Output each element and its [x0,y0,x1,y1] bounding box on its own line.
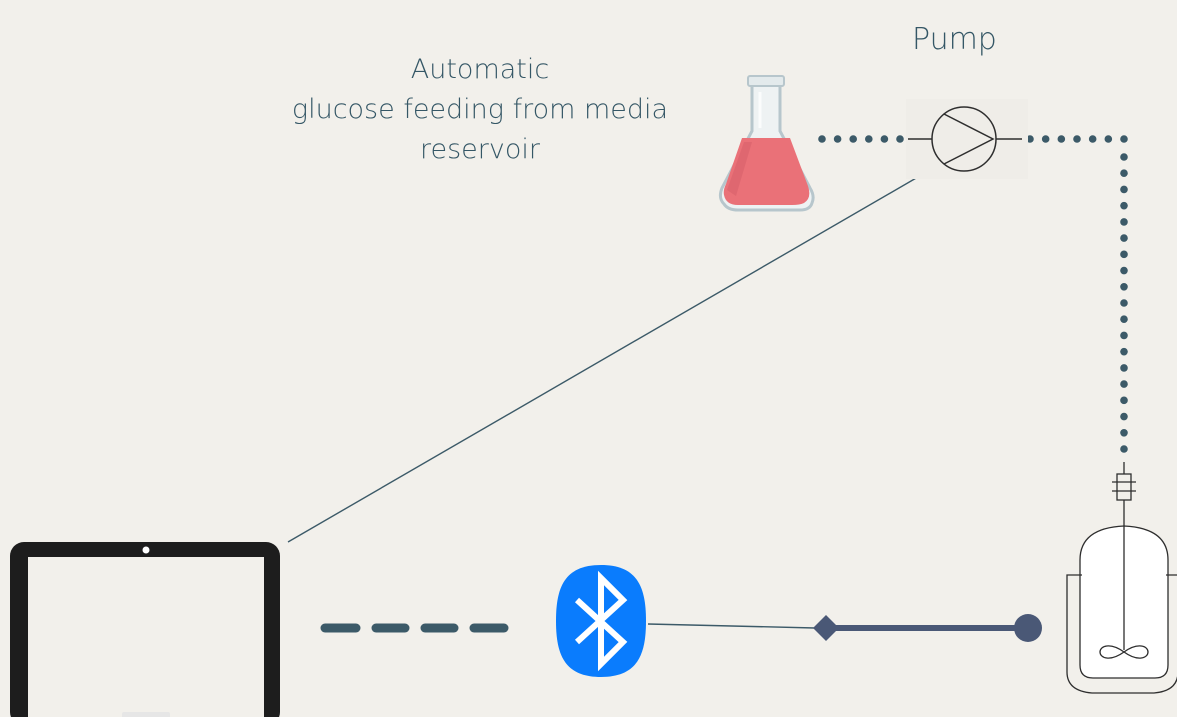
feeding-description: Automatic glucose feeding from media res… [240,50,720,170]
tube-dot [1120,428,1128,437]
bioreactor-icon [1066,462,1177,694]
tube-dot [1026,135,1034,143]
bluetooth-line [647,623,816,629]
tube-dot [1120,201,1128,210]
tube-dot [1120,347,1128,356]
tube-dot [1120,380,1128,388]
sensor-probe [813,614,1042,642]
tube-dot [1120,282,1128,291]
feeding-line-3: reservoir [420,134,540,165]
tube-dot [1088,135,1097,143]
tube-dot [1120,315,1128,324]
tube-dot [880,135,889,143]
tube-dot [1120,234,1128,242]
tube-dot [849,135,857,143]
tube-dot [1120,185,1128,194]
tube-dot [1120,331,1128,340]
feeding-line-1: Automatic [410,54,550,85]
tube-pump-to-corner [1026,135,1128,143]
tube-dot [1120,299,1128,307]
pump-icon [906,99,1028,179]
tube-dot [1057,135,1066,143]
tube-dot [1120,266,1128,275]
control-line [287,169,931,543]
tube-dot [1120,412,1128,421]
tube-dot [1120,250,1128,259]
tube-dot [896,135,904,143]
tube-dot [1120,445,1128,453]
tube-dot [818,135,826,143]
tube-dot [1104,135,1113,143]
tube-corner-to-reactor [1120,153,1128,453]
tube-dot [1120,169,1128,178]
flask-icon [718,75,815,212]
tube-dot [1120,364,1128,372]
bluetooth-icon [556,565,646,677]
tube-dot [1073,135,1081,143]
tube-dot [833,135,842,143]
tube-dot [1120,135,1128,143]
tube-flask-to-pump [818,135,904,143]
tube-dot [1120,218,1128,226]
tubing [818,135,1128,453]
tube-dot [1120,396,1128,405]
tube-dot [1120,153,1128,161]
tube-dot [1041,135,1050,143]
laptop-icon [10,542,280,717]
tube-dot [865,135,873,143]
pump-label: Pump [912,22,997,57]
feeding-line-2: glucose feeding from media [291,94,669,125]
